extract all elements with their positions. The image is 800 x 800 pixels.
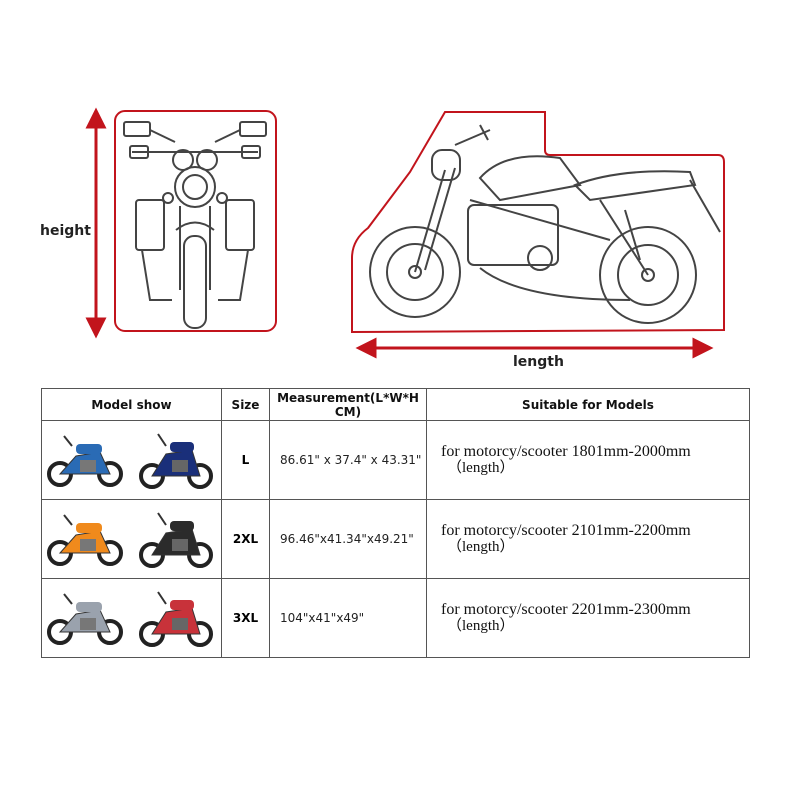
header-model-show: Model show <box>41 388 222 421</box>
height-label: height <box>40 223 91 239</box>
model-show-cell <box>41 499 222 579</box>
header-size: Size <box>221 388 270 421</box>
front-view-motorcycle-icon <box>123 121 267 329</box>
size-cell: 2XL <box>221 499 270 579</box>
motorcycle-icon <box>139 591 213 647</box>
front-view-cover-outline <box>114 110 277 332</box>
table-row: L 86.61" x 37.4" x 43.31" for motorcy/sc… <box>41 420 750 500</box>
suitable-models-text: for motorcy/scooter 2101mm-2200mm <box>441 522 691 539</box>
motorcycle-icon <box>47 435 123 487</box>
model-show-cell <box>41 420 222 500</box>
length-label: length <box>513 354 564 370</box>
measurement-cell: 104"x41"x49" <box>269 578 427 658</box>
suitable-models-length-note: （length） <box>447 460 515 476</box>
size-chart-table: Model show Size Measurement(L*W*H CM) Su… <box>41 388 750 658</box>
suitable-models-cell: for motorcy/scooter 1801mm-2000mm （lengt… <box>426 420 750 500</box>
size-cell: 3XL <box>221 578 270 658</box>
header-suitable-models: Suitable for Models <box>426 388 750 421</box>
motorcycle-icon <box>47 514 123 566</box>
side-view-motorcycle-icon <box>369 124 721 324</box>
motorcycle-icon <box>139 433 213 489</box>
suitable-models-length-note: （length） <box>447 618 515 634</box>
table-row: 3XL 104"x41"x49" for motorcy/scooter 220… <box>41 578 750 658</box>
suitable-models-text: for motorcy/scooter 2201mm-2300mm <box>441 601 691 618</box>
size-cell: L <box>221 420 270 500</box>
model-photo-icon <box>47 512 213 568</box>
suitable-models-text: for motorcy/scooter 1801mm-2000mm <box>441 443 691 460</box>
header-measurement: Measurement(L*W*H CM) <box>269 388 427 421</box>
measurement-cell: 86.61" x 37.4" x 43.31" <box>269 420 427 500</box>
side-view-cover-outline <box>351 111 725 334</box>
suitable-models-length-note: （length） <box>447 539 515 555</box>
measurement-cell: 96.46"x41.34"x49.21" <box>269 499 427 579</box>
suitable-models-cell: for motorcy/scooter 2101mm-2200mm （lengt… <box>426 499 750 579</box>
table-header-row: Model show Size Measurement(L*W*H CM) Su… <box>41 388 750 421</box>
motorcycle-icon <box>47 593 123 645</box>
dimension-diagram <box>85 107 725 359</box>
motorcycle-icon <box>139 512 213 568</box>
suitable-models-cell: for motorcy/scooter 2201mm-2300mm （lengt… <box>426 578 750 658</box>
model-show-cell <box>41 578 222 658</box>
model-photo-icon <box>47 591 213 647</box>
model-photo-icon <box>47 433 213 489</box>
table-row: 2XL 96.46"x41.34"x49.21" for motorcy/sco… <box>41 499 750 579</box>
